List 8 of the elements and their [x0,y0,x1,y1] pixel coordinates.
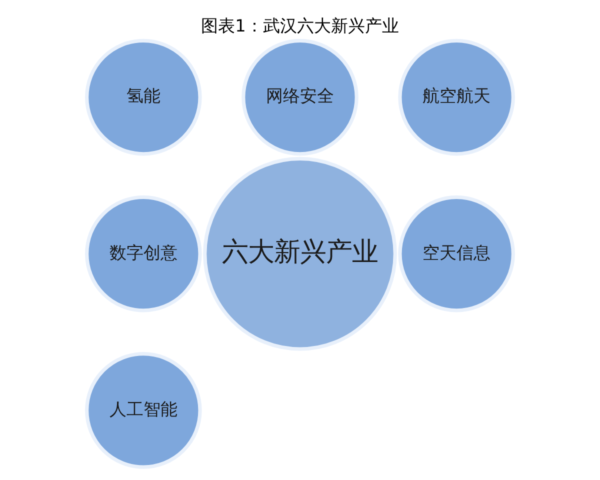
node-circle: 数字创意 [85,195,202,312]
node-circle: 网络安全 [242,38,358,156]
diagram-title: 图表1：武汉六大新兴产业 [201,15,399,36]
node-circle: 航空航天 [398,38,515,156]
node-circle: 空天信息 [398,195,515,312]
node-circle: 六大新兴产业 [203,156,397,351]
node-circle: 人工智能 [85,352,202,469]
node-circle: 氢能 [85,38,202,156]
